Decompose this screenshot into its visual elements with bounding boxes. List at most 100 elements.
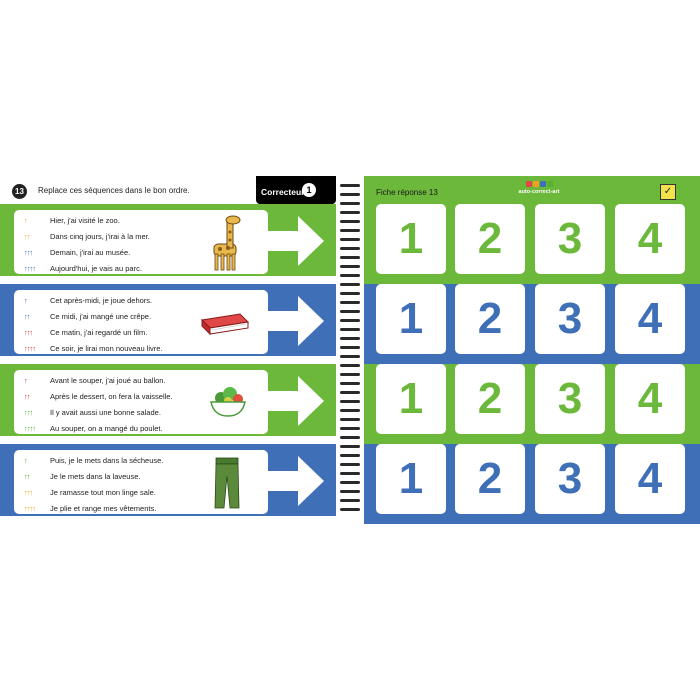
answer-row-1: 1 2 3 4 bbox=[364, 204, 700, 284]
spiral-coil bbox=[340, 193, 360, 196]
pants-icon bbox=[214, 457, 240, 509]
answer-box[interactable]: 1 bbox=[376, 364, 446, 434]
sequence-card-1: ↑ Hier, j'ai visité le zoo. ↑↑ Dans cinq… bbox=[14, 210, 268, 274]
arrow-marker-icon: ↑↑↑↑ bbox=[24, 344, 36, 353]
answer-box[interactable]: 4 bbox=[615, 284, 685, 354]
sequence-line: ↑↑↑ Il y avait aussi une bonne salade. bbox=[24, 408, 161, 421]
arrow-marker-icon: ↑ bbox=[24, 376, 28, 385]
answer-box[interactable]: 1 bbox=[376, 284, 446, 354]
activity-book: 13 Replace ces séquences dans le bon ord… bbox=[0, 176, 700, 524]
answer-row-3: 1 2 3 4 bbox=[364, 364, 700, 444]
spiral-coil bbox=[340, 184, 360, 187]
sequence-band-4: ↑ Puis, je le mets dans la sécheuse. ↑↑ … bbox=[0, 444, 336, 516]
sequence-line: ↑↑↑ Je ramasse tout mon linge sale. bbox=[24, 488, 156, 501]
answer-sheet-page: Fiche réponse 13 auto-correct-art ✓ 1 2 … bbox=[364, 176, 700, 524]
sequence-line: ↑↑ Dans cinq jours, j'irai à la mer. bbox=[24, 232, 150, 245]
sequence-sentence: Ce midi, j'ai mangé une crêpe. bbox=[50, 312, 152, 321]
correcteur-tab[interactable]: Correcteur 1 bbox=[256, 176, 336, 204]
arrow-right-icon bbox=[268, 296, 324, 346]
arrow-marker-icon: ↑↑ bbox=[24, 312, 31, 321]
answer-box[interactable]: 4 bbox=[615, 444, 685, 514]
answer-box[interactable]: 2 bbox=[455, 444, 525, 514]
spiral-binding bbox=[336, 176, 364, 523]
sequence-line: ↑ Hier, j'ai visité le zoo. bbox=[24, 216, 120, 229]
answer-box[interactable]: 3 bbox=[535, 204, 605, 274]
arrow-marker-icon: ↑↑ bbox=[24, 472, 31, 481]
sequence-line: ↑ Avant le souper, j'ai joué au ballon. bbox=[24, 376, 166, 389]
spiral-coil bbox=[340, 436, 360, 439]
arrow-marker-icon: ↑↑ bbox=[24, 232, 31, 241]
question-number-badge: 13 bbox=[12, 184, 27, 199]
answer-box[interactable]: 3 bbox=[535, 364, 605, 434]
spiral-coil bbox=[340, 364, 360, 367]
arrow-marker-icon: ↑ bbox=[24, 296, 28, 305]
spiral-coil bbox=[340, 427, 360, 430]
sequence-line: ↑↑↑↑ Au souper, on a mangé du poulet. bbox=[24, 424, 163, 437]
sequence-line: ↑ Puis, je le mets dans la sécheuse. bbox=[24, 456, 163, 469]
arrow-marker-icon: ↑ bbox=[24, 216, 28, 225]
checkmark-icon: ✓ bbox=[660, 184, 676, 200]
spiral-coil bbox=[340, 247, 360, 250]
spiral-coil bbox=[340, 355, 360, 358]
sequence-sentence: Avant le souper, j'ai joué au ballon. bbox=[50, 376, 166, 385]
spiral-coil bbox=[340, 463, 360, 466]
spiral-coil bbox=[340, 400, 360, 403]
spiral-coil bbox=[340, 373, 360, 376]
sequence-sentence: Ce matin, j'ai regardé un film. bbox=[50, 328, 148, 337]
sequence-card-3: ↑ Avant le souper, j'ai joué au ballon. … bbox=[14, 370, 268, 434]
spiral-coil bbox=[340, 202, 360, 205]
sequence-band-1: ↑ Hier, j'ai visité le zoo. ↑↑ Dans cinq… bbox=[0, 204, 336, 276]
sequence-line: ↑↑ Je le mets dans la laveuse. bbox=[24, 472, 140, 485]
sequence-line: ↑↑↑ Demain, j'irai au musée. bbox=[24, 248, 130, 261]
answer-box[interactable]: 1 bbox=[376, 204, 446, 274]
sequence-sentence: Dans cinq jours, j'irai à la mer. bbox=[50, 232, 150, 241]
answer-box[interactable]: 4 bbox=[615, 204, 685, 274]
salad-bowl-icon bbox=[210, 387, 246, 417]
arrow-marker-icon: ↑↑↑ bbox=[24, 488, 33, 497]
answer-sheet-title: Fiche réponse 13 bbox=[376, 188, 438, 197]
spiral-coil bbox=[340, 391, 360, 394]
answer-box[interactable]: 3 bbox=[535, 284, 605, 354]
spiral-coil bbox=[340, 229, 360, 232]
brand-name: auto-correct-art bbox=[518, 189, 560, 195]
sequence-sentence: Puis, je le mets dans la sécheuse. bbox=[50, 456, 164, 465]
spiral-coil bbox=[340, 301, 360, 304]
left-page: 13 Replace ces séquences dans le bon ord… bbox=[0, 176, 336, 523]
spiral-coil bbox=[340, 220, 360, 223]
sequence-line: ↑↑↑ Ce matin, j'ai regardé un film. bbox=[24, 328, 147, 341]
arrow-marker-icon: ↑ bbox=[24, 456, 28, 465]
spiral-coil bbox=[340, 238, 360, 241]
arrow-marker-icon: ↑↑↑↑ bbox=[24, 424, 36, 433]
correcteur-label: Correcteur bbox=[261, 187, 305, 197]
giraffe-icon bbox=[213, 215, 241, 271]
answer-box[interactable]: 2 bbox=[455, 204, 525, 274]
sequence-band-2: ↑ Cet après-midi, je joue dehors. ↑↑ Ce … bbox=[0, 284, 336, 356]
sequence-sentence: Demain, j'irai au musée. bbox=[50, 248, 131, 257]
answer-row-2: 1 2 3 4 bbox=[364, 284, 700, 364]
spiral-coil bbox=[340, 310, 360, 313]
instruction-text: Replace ces séquences dans le bon ordre. bbox=[38, 186, 190, 195]
spiral-coil bbox=[340, 274, 360, 277]
arrow-marker-icon: ↑↑ bbox=[24, 392, 31, 401]
spiral-coil bbox=[340, 508, 360, 511]
spiral-coil bbox=[340, 409, 360, 412]
spiral-coil bbox=[340, 472, 360, 475]
spiral-coil bbox=[340, 418, 360, 421]
spiral-coil bbox=[340, 490, 360, 493]
arrow-marker-icon: ↑↑↑ bbox=[24, 248, 33, 257]
answer-box[interactable]: 2 bbox=[455, 364, 525, 434]
spiral-coil bbox=[340, 319, 360, 322]
answer-box[interactable]: 3 bbox=[535, 444, 605, 514]
sequence-sentence: Cet après-midi, je joue dehors. bbox=[50, 296, 153, 305]
spiral-coil bbox=[340, 256, 360, 259]
arrow-marker-icon: ↑↑↑ bbox=[24, 328, 33, 337]
brand-logo: auto-correct-art bbox=[514, 181, 564, 195]
spiral-coil bbox=[340, 445, 360, 448]
answer-sheet-header: Fiche réponse 13 auto-correct-art ✓ bbox=[364, 176, 700, 204]
sequence-sentence: Je le mets dans la laveuse. bbox=[50, 472, 141, 481]
answer-box[interactable]: 2 bbox=[455, 284, 525, 354]
arrow-right-icon bbox=[268, 376, 324, 426]
sequence-card-4: ↑ Puis, je le mets dans la sécheuse. ↑↑ … bbox=[14, 450, 268, 514]
answer-box[interactable]: 1 bbox=[376, 444, 446, 514]
answer-box[interactable]: 4 bbox=[615, 364, 685, 434]
